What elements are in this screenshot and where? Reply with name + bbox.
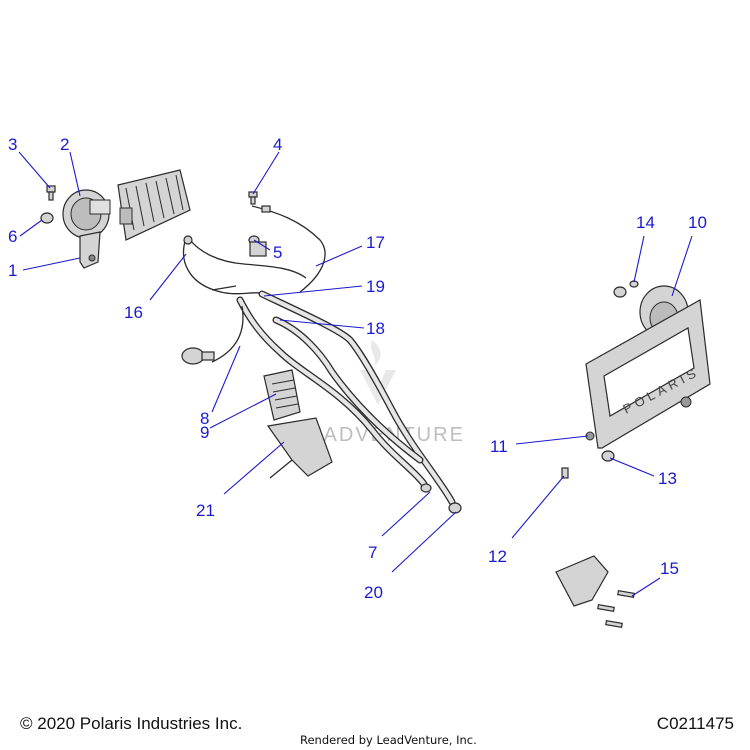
leader-lines <box>18 151 693 597</box>
bolt-12-part <box>561 467 569 479</box>
horn-part <box>62 189 111 239</box>
callout-17: 17 <box>366 233 385 252</box>
callout-2: 2 <box>60 135 69 154</box>
nut-14-part <box>613 286 627 298</box>
callout-7: 7 <box>368 543 377 562</box>
copyright-text: © 2020 Polaris Industries Inc. <box>20 714 243 733</box>
watermark-logo <box>360 340 396 405</box>
callout-19: 19 <box>366 277 385 296</box>
callout-10: 10 <box>688 213 707 232</box>
boot-21-part <box>266 417 333 479</box>
main-cable-18-part <box>236 290 462 514</box>
connector-9-part <box>263 369 301 421</box>
callout-3: 3 <box>8 135 17 154</box>
callout-8: 8 <box>200 409 209 428</box>
rendered-by-text: Rendered by LeadVenture, Inc. <box>300 733 477 747</box>
wire-harness-16-part <box>182 205 326 295</box>
callout-5: 5 <box>273 243 282 262</box>
callout-15: 15 <box>660 559 679 578</box>
callout-11: 11 <box>490 437 508 456</box>
callout-9: 9 <box>200 423 209 442</box>
callout-14: 14 <box>636 213 655 232</box>
callout-6: 6 <box>8 227 17 246</box>
bracket-part <box>555 555 609 607</box>
bolt-3-part <box>46 185 56 201</box>
callout-4: 4 <box>273 135 282 154</box>
screw-15-part <box>597 589 635 629</box>
voltage-regulator-part <box>117 169 191 241</box>
callout-20: 20 <box>364 583 383 602</box>
callout-18: 18 <box>366 319 385 338</box>
diagram-code: C0211475 <box>656 714 734 733</box>
callout-16: 16 <box>124 303 143 322</box>
mounting-plate-11-part: POLARIS <box>585 299 711 449</box>
screw-4-part <box>248 191 258 205</box>
callout-1: 1 <box>8 261 17 280</box>
callout-12: 12 <box>488 547 507 566</box>
callout-21: 21 <box>196 501 215 520</box>
sensor-8-part <box>181 305 244 365</box>
nut-13-part <box>601 450 615 462</box>
callout-13: 13 <box>658 469 677 488</box>
nut-6-part <box>40 212 54 224</box>
horn-bracket-part <box>79 231 101 269</box>
